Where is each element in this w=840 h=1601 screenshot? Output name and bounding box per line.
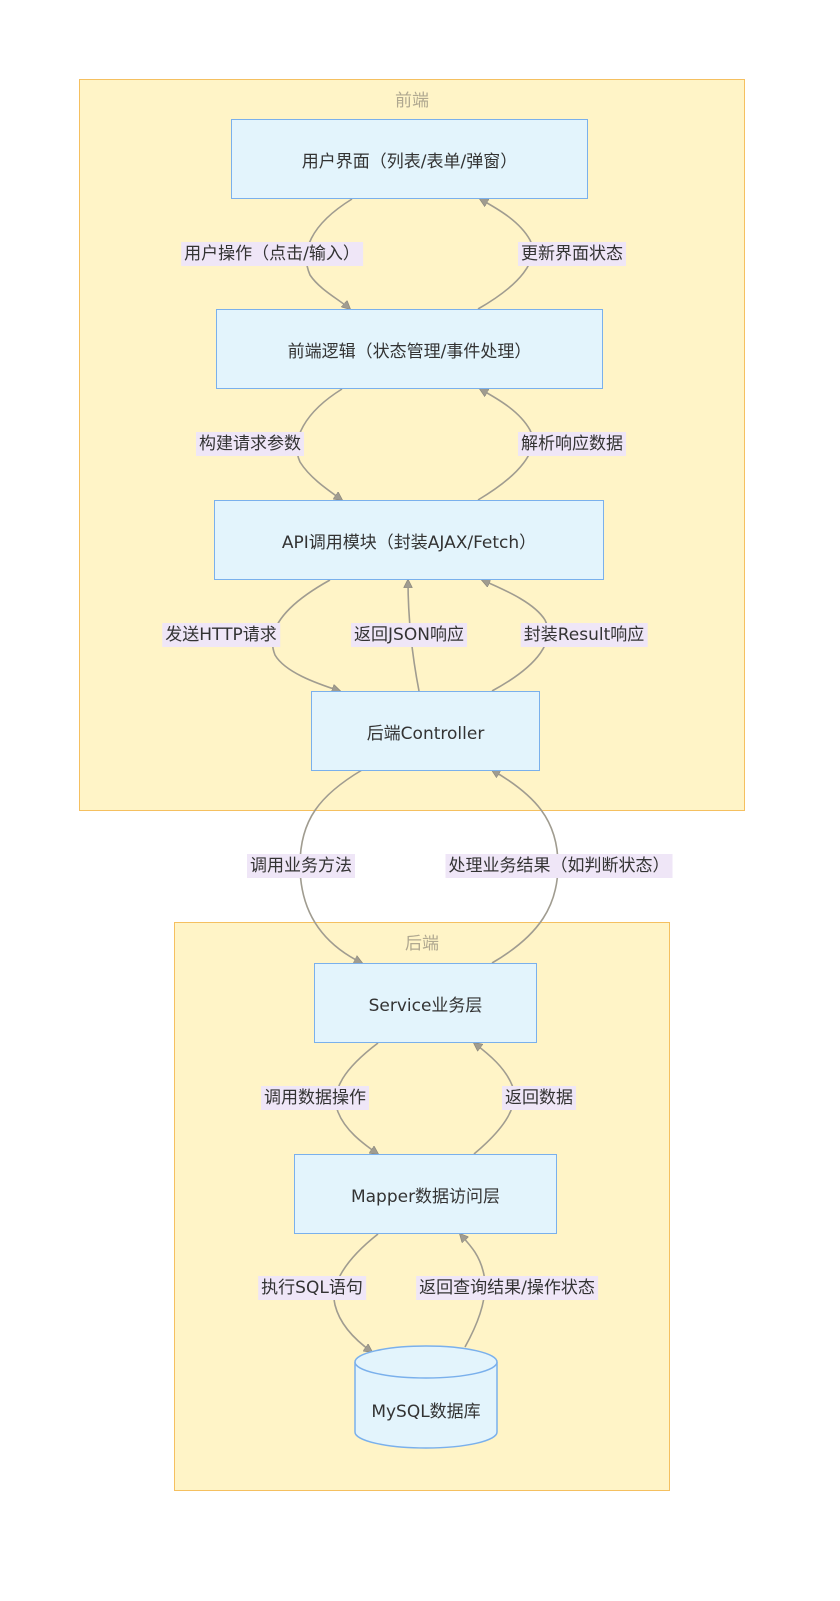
edge-send-http <box>271 579 340 691</box>
label-exec-sql: 执行SQL语句 <box>258 1276 366 1300</box>
label-parse-response: 解析响应数据 <box>518 432 626 456</box>
frontend-cluster-title: 前端 <box>395 91 429 111</box>
edge-exec-sql <box>333 1233 379 1352</box>
edge-return-data <box>474 1043 515 1155</box>
edge-user-action <box>305 198 353 309</box>
label-return-data: 返回数据 <box>502 1086 576 1110</box>
node-api-module: API调用模块（封装AJAX/Fetch） <box>214 500 604 580</box>
backend-cluster-title: 后端 <box>405 934 439 954</box>
label-update-ui: 更新界面状态 <box>518 242 626 266</box>
node-user-interface: 用户界面（列表/表单/弹窗） <box>231 119 588 199</box>
edge-parse-response <box>477 389 534 501</box>
label-wrap-result: 封装Result响应 <box>520 623 648 647</box>
label-user-action: 用户操作（点击/输入） <box>181 242 363 266</box>
node-backend-controller: 后端Controller <box>311 691 540 771</box>
edge-call-data <box>335 1042 378 1154</box>
label-build-params: 构建请求参数 <box>196 432 304 456</box>
edge-wrap-result <box>482 580 549 692</box>
node-service-layer: Service业务层 <box>314 963 537 1043</box>
node-mapper-layer: Mapper数据访问层 <box>294 1154 557 1234</box>
edge-return-query <box>460 1234 486 1348</box>
label-handle-result: 处理业务结果（如判断状态） <box>445 854 673 878</box>
node-frontend-logic: 前端逻辑（状态管理/事件处理） <box>216 309 603 389</box>
label-send-http: 发送HTTP请求 <box>162 623 280 647</box>
label-return-json: 返回JSON响应 <box>351 623 467 647</box>
label-call-data: 调用数据操作 <box>261 1086 369 1110</box>
mysql-database-shape <box>354 1345 498 1449</box>
edge-update-ui <box>477 199 534 310</box>
label-return-query: 返回查询结果/操作状态 <box>416 1276 598 1300</box>
edge-build-params <box>296 388 342 500</box>
node-mysql-database: MySQL数据库 <box>371 1402 481 1422</box>
label-call-service: 调用业务方法 <box>247 854 355 878</box>
frontend-cluster: 前端 <box>79 79 745 811</box>
